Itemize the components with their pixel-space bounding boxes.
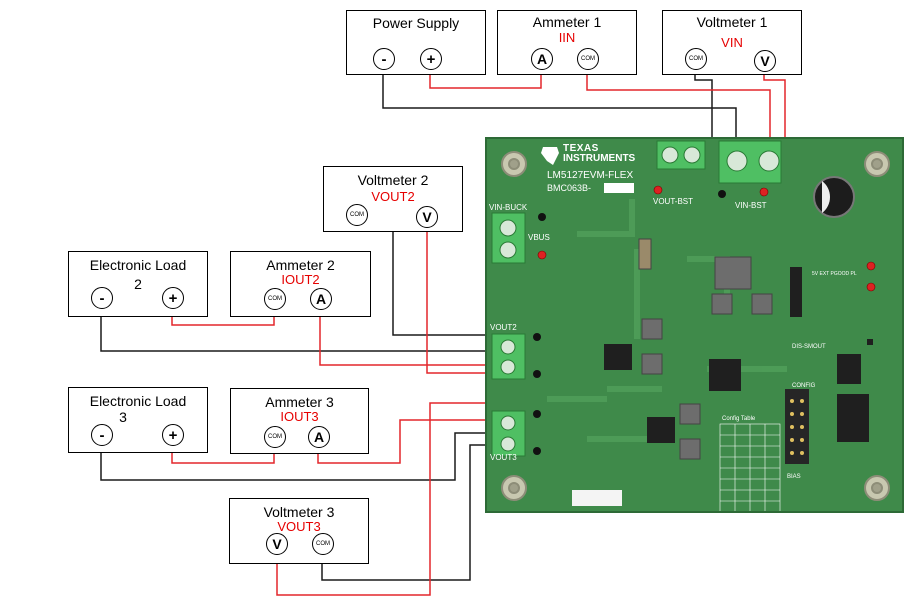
label-vin-bst: VIN-BST: [735, 201, 767, 210]
ammeter-2-title: Ammeter 2: [266, 257, 335, 273]
voltmeter-2: Voltmeter 2 VOUT2 COM V: [323, 166, 463, 232]
voltmeter-1-signal: VIN: [721, 35, 743, 50]
label-vout-bst: VOUT-BST: [653, 197, 694, 206]
ammeter-2-signal: IOUT2: [281, 272, 320, 287]
power-supply-neg-terminal: -: [373, 48, 395, 70]
label-vin-buck: VIN-BUCK: [489, 203, 528, 212]
electronic-load-2: Electronic Load 2 - +: [68, 251, 208, 317]
voltmeter-3: Voltmeter 3 VOUT3 V COM: [229, 498, 369, 564]
electronic-load-2-neg-terminal: -: [91, 287, 113, 309]
electronic-load-3-number: 3: [119, 409, 127, 425]
electronic-load-3-neg-terminal: -: [91, 424, 113, 446]
ammeter-1-signal: IIN: [558, 30, 576, 45]
voltmeter-1: Voltmeter 1 VIN COM V: [662, 10, 802, 75]
electronic-load-2-title: Electronic Load: [89, 257, 187, 273]
power-supply-title: Power Supply: [372, 15, 460, 31]
power-supply-pos-terminal: +: [420, 48, 442, 70]
electronic-load-2-number: 2: [134, 276, 142, 292]
evm-board: TEXAS INSTRUMENTS LM5127EVM-FLEX BMC063B…: [485, 137, 904, 513]
wire-ps-neg-to-vin-gnd: [382, 58, 737, 158]
board-artwork: [491, 140, 890, 511]
brand-line-2: INSTRUMENTS: [563, 153, 636, 164]
voltmeter-2-title: Voltmeter 2: [357, 172, 429, 188]
label-vout2: VOUT2: [490, 323, 517, 332]
wire-vm3-com-to-vout3-gnd: [321, 444, 502, 581]
wire-eload3-neg-to-vout3-gnd: [100, 432, 502, 481]
ammeter-3-com-terminal: COM: [264, 426, 286, 448]
label-vbus: VBUS: [528, 233, 550, 242]
voltmeter-3-title: Voltmeter 3: [263, 504, 335, 520]
ammeter-3-a-terminal: A: [308, 426, 330, 448]
power-supply: Power Supply - +: [346, 10, 486, 75]
ammeter-2-a-terminal: A: [310, 288, 332, 310]
electronic-load-2-pos-terminal: +: [162, 287, 184, 309]
voltmeter-2-signal: VOUT2: [371, 189, 415, 204]
wire-vm2-com-to-vout2-gnd: [356, 214, 502, 336]
ammeter-3-signal: IOUT3: [280, 409, 319, 424]
wire-vm3-v-to-vout3: [276, 402, 502, 596]
ammeter-1: Ammeter 1 IIN A COM: [497, 10, 637, 75]
label-dis-smout: DIS-SMOUT: [792, 344, 826, 350]
label-vout3: VOUT3: [490, 453, 517, 462]
board-part-number: BMC063B-: [547, 183, 592, 193]
ammeter-1-com-terminal: COM: [577, 48, 599, 70]
ammeter-1-a-terminal: A: [531, 48, 553, 70]
wire-vm2-v-to-vout2: [426, 216, 502, 374]
label-config-table: Config Table: [722, 416, 756, 422]
ammeter-2-com-terminal: COM: [264, 288, 286, 310]
voltmeter-1-title: Voltmeter 1: [696, 14, 768, 30]
serial-label-blank: [604, 183, 634, 193]
electronic-load-3: Electronic Load 3 - +: [68, 387, 208, 453]
ammeter-1-title: Ammeter 1: [532, 14, 602, 30]
electronic-load-3-title: Electronic Load: [89, 393, 187, 409]
voltmeter-3-com-terminal: COM: [312, 533, 334, 555]
wire-am3-a-to-vout3: [317, 419, 502, 464]
board-model: LM5127EVM-FLEX: [547, 170, 634, 181]
label-ext-pgood: 5V EXT PGOOD PL: [812, 271, 857, 277]
voltmeter-3-v-terminal: V: [266, 533, 288, 555]
voltmeter-2-v-terminal: V: [416, 206, 438, 228]
wire-am2-a-to-vout2: [319, 300, 502, 366]
label-config: CONFIG: [792, 383, 816, 389]
ammeter-3: Ammeter 3 IOUT3 COM A: [230, 388, 369, 454]
ammeter-2: Ammeter 2 IOUT2 COM A: [230, 251, 371, 317]
electronic-load-3-pos-terminal: +: [162, 424, 184, 446]
ammeter-3-title: Ammeter 3: [265, 394, 334, 410]
label-bias: BIAS: [787, 474, 801, 480]
voltmeter-1-com-terminal: COM: [685, 48, 707, 70]
brand-line-1: TEXAS: [563, 143, 599, 154]
voltmeter-1-v-terminal: V: [754, 50, 776, 72]
voltmeter-2-com-terminal: COM: [346, 204, 368, 226]
voltmeter-3-signal: VOUT3: [277, 519, 321, 534]
